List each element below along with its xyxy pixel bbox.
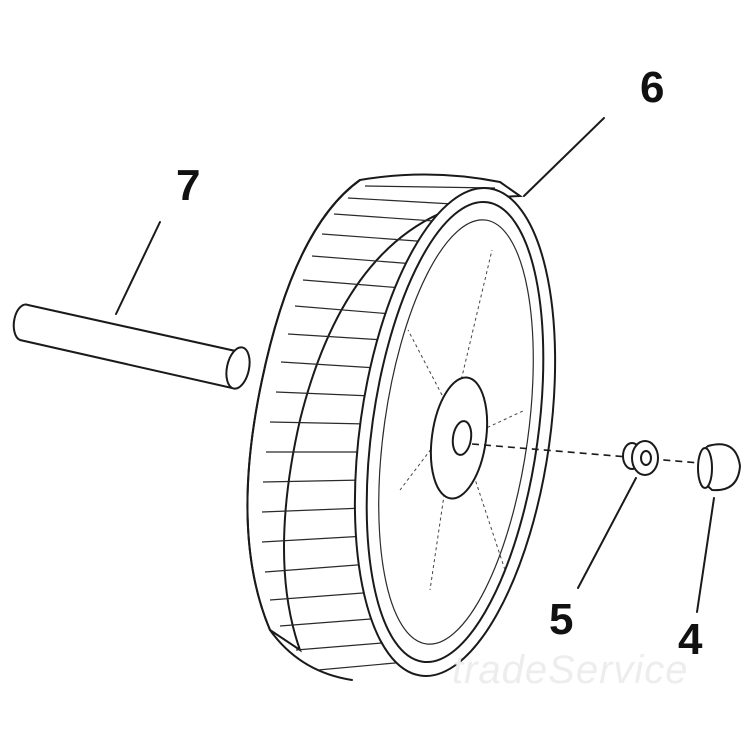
leader-lines (115, 117, 715, 613)
leader-4 (696, 497, 715, 613)
leader-6 (523, 117, 605, 197)
tread-ribs (261, 185, 496, 671)
washer-part (622, 440, 659, 476)
watermark-text: tradeService (452, 648, 689, 692)
callout-6: 6 (640, 63, 665, 112)
leader-5 (577, 477, 637, 589)
leader-7 (115, 221, 161, 315)
callout-4: 4 (678, 615, 703, 664)
axle-part (12, 303, 251, 390)
wheel-spokes (399, 249, 526, 591)
cap-part (697, 443, 742, 492)
callout-5: 5 (549, 595, 574, 644)
callout-7: 7 (176, 161, 201, 210)
wheel-part (246, 173, 557, 681)
